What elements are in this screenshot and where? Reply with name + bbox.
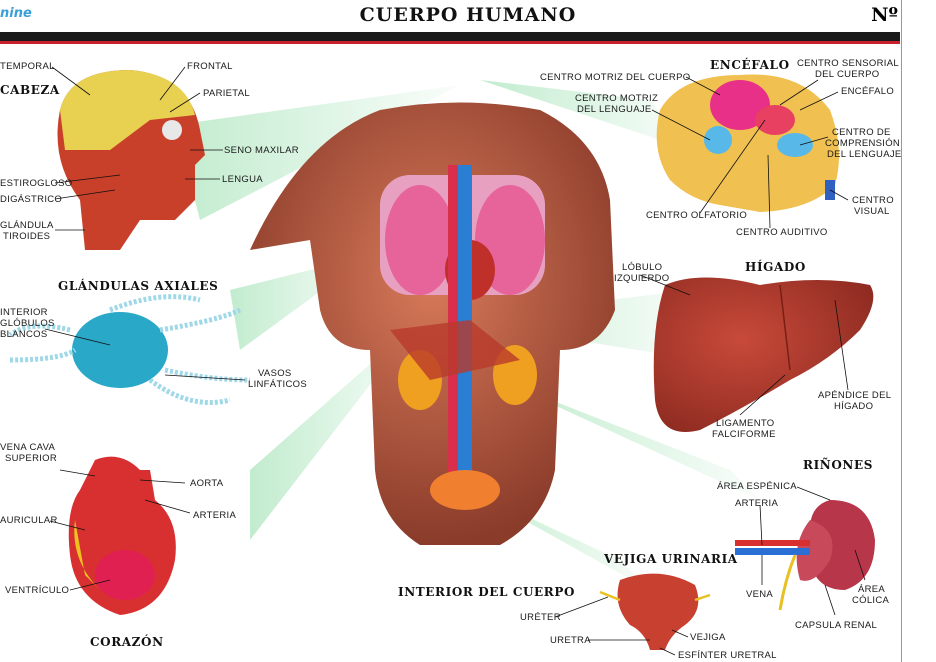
section-title-vejiga: VEJIGA URINARIA	[604, 552, 738, 566]
label-lobulo-2: IZQUIERDO	[614, 273, 670, 284]
label-frontal: FRONTAL	[187, 61, 233, 72]
section-title-rinones: RIÑONES	[803, 458, 873, 472]
label-centro-motriz-lenguaje-2: DEL LENGUAJE	[577, 104, 652, 115]
label-centro-comprension-1: CENTRO DE	[832, 127, 891, 138]
label-arteria-corazon: ARTERIA	[193, 510, 237, 521]
label-centro-motriz-lenguaje-1: CENTRO MOTRIZ	[575, 93, 659, 104]
label-centro-sensorial-2: DEL CUERPO	[815, 69, 880, 80]
label-vasos-2: LINFÁTICOS	[248, 379, 307, 390]
label-temporal: TEMPORAL	[0, 61, 55, 72]
label-centro-comprension-2: COMPRENSIÓN	[825, 138, 901, 149]
section-title-higado: HÍGADO	[745, 260, 806, 274]
label-glandula-tiroides-1: GLÁNDULA	[0, 220, 54, 231]
label-area-colica-2: CÓLICA	[852, 595, 890, 606]
page-title: CUERPO HUMANO	[359, 4, 577, 26]
header-bar	[0, 32, 900, 41]
kidney-illustration	[735, 500, 875, 611]
label-centro-visual-1: CENTRO	[852, 195, 894, 206]
section-title-cabeza: CABEZA	[0, 83, 60, 97]
label-aorta: AORTA	[190, 478, 224, 489]
label-centro-auditivo: CENTRO AUDITIVO	[736, 227, 828, 238]
label-centro-visual-2: VISUAL	[854, 206, 890, 217]
label-centro-comprension-3: DEL LENGUAJE	[827, 149, 902, 160]
label-vena-cava-1: VENA CAVA	[0, 442, 56, 453]
label-encefalo: ENCÉFALO	[841, 86, 895, 97]
label-area-colica-1: ÁREA	[858, 584, 886, 595]
liver-illustration	[653, 277, 874, 432]
label-estirogloso: ESTIROGLOSO	[0, 178, 73, 189]
label-apendice-1: APÉNDICE DEL	[818, 390, 892, 401]
publisher-logo: nine	[0, 6, 32, 21]
bladder-illustration	[599, 573, 711, 650]
label-uretra: URETRA	[550, 635, 591, 646]
page-edge	[901, 0, 936, 662]
label-interior-1: INTERIOR	[0, 307, 48, 318]
label-ligamento-1: LIGAMENTO	[716, 418, 775, 429]
section-title-corazon: CORAZÓN	[90, 635, 164, 649]
label-seno-maxilar: SENO MAXILAR	[224, 145, 299, 156]
label-vena-cava-2: SUPERIOR	[5, 453, 58, 464]
label-vejiga: VEJIGA	[690, 632, 726, 643]
label-lengua: LENGUA	[222, 174, 263, 185]
section-title-interior: INTERIOR DEL CUERPO	[398, 585, 576, 599]
header-accent-line	[0, 41, 900, 44]
heart-illustration	[68, 456, 176, 615]
label-esfinter: ESFÍNTER URETRAL	[678, 650, 777, 661]
section-title-glandulas: GLÁNDULAS AXIALES	[58, 279, 219, 293]
label-vasos-1: VASOS	[258, 368, 292, 379]
label-parietal: PARIETAL	[203, 88, 250, 99]
label-vena: VENA	[746, 589, 774, 600]
label-capsula-renal: CAPSULA RENAL	[795, 620, 878, 631]
label-ventriculo: VENTRÍCULO	[5, 585, 70, 596]
label-centro-olfatorio: CENTRO OLFATORIO	[646, 210, 748, 221]
label-ureter: URÉTER	[520, 612, 561, 623]
label-arteria-rinon: ARTERIA	[735, 498, 779, 509]
page-number-label: Nº	[871, 4, 898, 26]
head-illustration	[57, 70, 205, 250]
torso-figure	[250, 102, 615, 545]
leader-lines	[44, 66, 866, 656]
label-auricular: AURICULAR	[0, 515, 58, 526]
label-digastrico: DIGÁSTRICO	[0, 194, 63, 205]
section-title-encefalo: ENCÉFALO	[710, 58, 790, 72]
label-apendice-2: HÍGADO	[834, 401, 874, 412]
label-lobulo-1: LÓBULO	[622, 262, 663, 273]
label-area-espenica: ÁREA ESPÉNICA	[717, 481, 797, 492]
label-centro-sensorial-1: CENTRO SENSORIAL	[797, 58, 899, 69]
label-centro-motriz-cuerpo: CENTRO MOTRIZ DEL CUERPO	[540, 72, 691, 83]
lymph-gland-illustration	[8, 294, 251, 405]
label-ligamento-2: FALCIFORME	[712, 429, 776, 440]
label-interior-3: BLANCOS	[0, 329, 48, 340]
brain-illustration	[656, 74, 839, 212]
label-glandula-tiroides-2: TIROIDES	[3, 231, 51, 242]
label-interior-2: GLÓBULOS	[0, 318, 55, 329]
